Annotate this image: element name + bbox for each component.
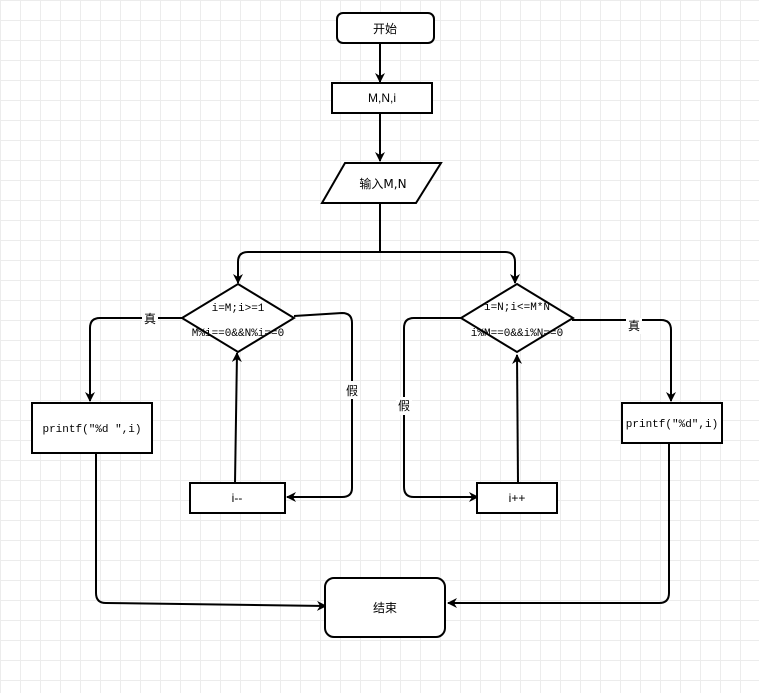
edge-right-false [403,317,479,502]
edge-increment-loop [512,354,523,484]
edge-left-false [286,311,353,502]
edges [85,43,676,611]
node-decrement-label: i-- [232,491,243,505]
node-loop-up-line1: i=N;i<=M*N [484,302,550,314]
node-vars: M,N,i [331,82,433,114]
node-loop-up: i=N;i<=M*N i%M==0&&i%N==0 [459,282,575,354]
edge-left-true [85,317,183,402]
edge-print-right-to-end [447,443,670,608]
edge-decrement-loop [231,352,242,484]
label-right-true: 真 [628,319,640,333]
node-decrement: i-- [189,482,286,514]
node-print-left: printf("%d ",i) [31,402,153,454]
node-end: 结束 [324,577,446,638]
edge-right-true [572,319,676,402]
node-input: 输入M,N [320,162,443,204]
node-print-right-label: printf("%d",i) [626,419,718,431]
node-loop-down: i=M;i>=1 M%i==0&&N%i==0 [180,282,296,354]
edge-input-split [233,204,381,284]
node-increment-label: i++ [509,491,526,505]
edge-labels: 真 假 假 真 [142,310,642,415]
label-left-true: 真 [144,312,156,326]
node-end-label: 结束 [373,601,397,615]
label-right-false: 假 [398,399,410,413]
node-vars-label: M,N,i [368,91,396,105]
node-loop-down-line2: M%i==0&&N%i==0 [192,328,284,340]
node-input-label: 输入M,N [359,176,406,191]
label-left-false: 假 [346,384,358,398]
node-print-right: printf("%d",i) [621,402,723,444]
node-print-left-label: printf("%d ",i) [42,424,141,436]
node-increment: i++ [476,482,558,514]
edge-input-split-right [380,251,516,283]
node-start: 开始 [336,12,435,44]
node-start-label: 开始 [373,22,397,36]
edge-print-left-to-end [95,454,327,611]
node-loop-up-line2: i%M==0&&i%N==0 [471,328,563,340]
node-loop-down-line1: i=M;i>=1 [212,303,265,315]
